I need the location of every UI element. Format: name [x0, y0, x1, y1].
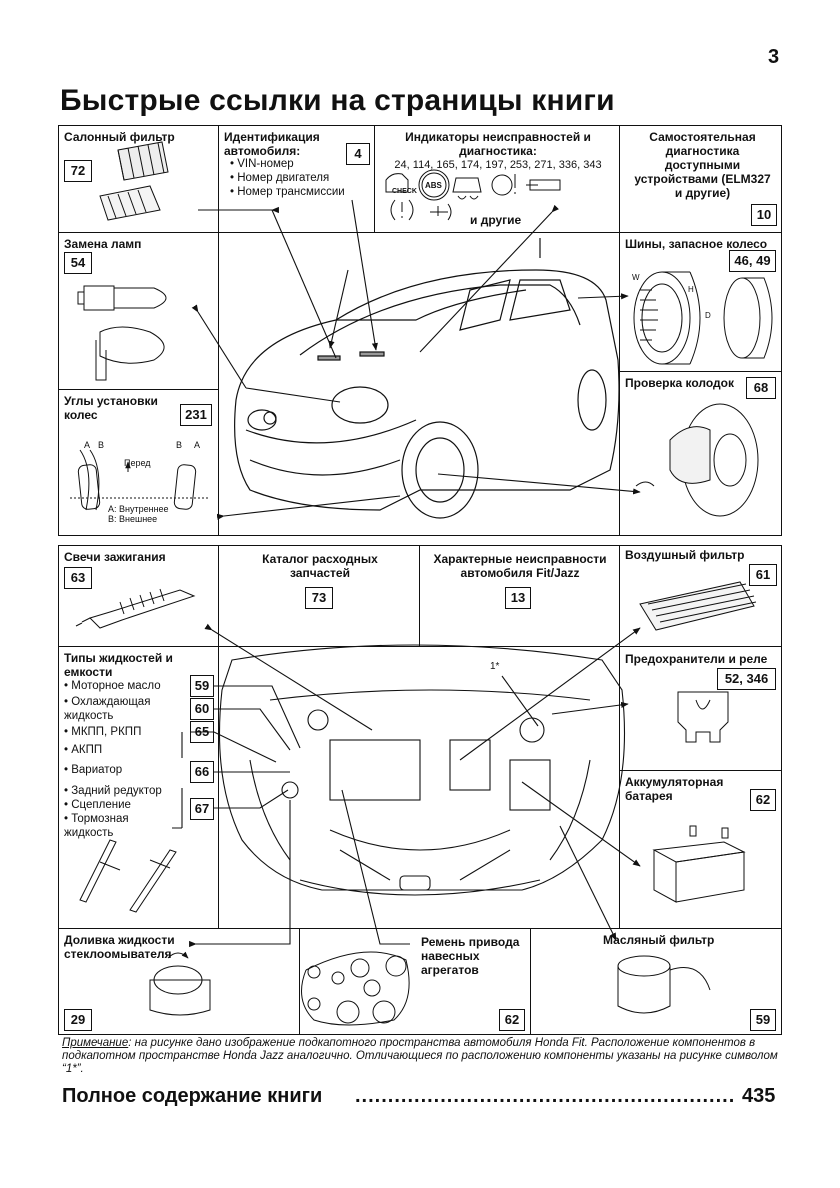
lamps-label: Замена ламп [64, 237, 142, 251]
catalog-page[interactable]: 73 [305, 587, 333, 609]
vehicle-id-item: • Номер трансмиссии [230, 186, 345, 198]
cabin-filter-icon [99, 141, 169, 221]
fluid-page-cvt[interactable]: 66 [190, 761, 214, 783]
svg-text:H: H [688, 285, 694, 294]
washer-page[interactable]: 29 [64, 1009, 92, 1031]
alignment-inner-label: A: Внутреннее [108, 504, 169, 514]
vehicle-id-label: Идентификация автомобиля: [224, 130, 320, 158]
svg-text:B: B [176, 440, 182, 450]
toc-label[interactable]: Полное содержание книги [62, 1085, 323, 1107]
tires-page[interactable]: 46, 49 [729, 250, 776, 272]
dipstick-icon [79, 839, 177, 913]
oil-filter-cell [530, 928, 782, 1035]
pads-label: Проверка колодок [625, 376, 734, 390]
fluid-page-oil[interactable]: 59 [190, 675, 214, 697]
air-filter-page[interactable]: 61 [749, 564, 777, 586]
fuses-page[interactable]: 52, 346 [717, 668, 776, 690]
belt-diagram-icon [301, 951, 410, 1026]
air-filter-label: Воздушный фильтр [625, 548, 745, 562]
alignment-diagram: A B B A [70, 440, 210, 511]
bulb-icon [77, 285, 167, 381]
fluid-item: • АКПП [64, 744, 103, 756]
fluid-page-rear[interactable]: 67 [190, 798, 214, 820]
belt-page[interactable]: 62 [499, 1009, 525, 1031]
fuse-icon [677, 691, 729, 743]
svg-text:A: A [194, 440, 200, 450]
indicators-label: Индикаторы неисправностей и диагностика: [405, 130, 591, 158]
battery-label: Аккумуляторная батарея [625, 775, 724, 803]
fluid-item: • Моторное масло [64, 680, 161, 692]
engine-bay-illustration [218, 644, 626, 896]
oil-filter-page[interactable]: 59 [750, 1009, 776, 1031]
spark-plug-icon [75, 588, 196, 629]
toc-page[interactable]: 435 [742, 1085, 776, 1107]
oil-filter-label: Масляный фильтр [603, 933, 715, 947]
fluid-item: • Вариатор [64, 764, 123, 776]
self-diag-page[interactable]: 10 [751, 204, 777, 226]
washer-reservoir-icon [149, 951, 211, 1016]
cabin-filter-label: Салонный фильтр [64, 130, 175, 144]
abs-icon-label: ABS [425, 181, 442, 190]
washer-label: Доливка жидкости стеклоомывателя [64, 933, 175, 961]
vehicle-id-item: • VIN-номер [230, 158, 294, 170]
pads-cell [619, 371, 782, 536]
marker-1: 1* [490, 661, 500, 672]
fluid-page-coolant[interactable]: 60 [190, 698, 214, 720]
self-diag-label: Самостоятельная диагностика доступными у… [634, 130, 771, 200]
page-number: 3 [768, 46, 780, 68]
vehicle-id-item: • Номер двигателя [230, 172, 330, 184]
tire-icon: W H D [632, 271, 773, 365]
svg-text:B: B [98, 440, 104, 450]
alignment-page[interactable]: 231 [180, 404, 212, 426]
svg-text:W: W [632, 273, 640, 282]
alignment-outer-label: B: Внешнее [108, 514, 158, 524]
fluid-item: • Сцепление [64, 799, 131, 811]
alignment-cell [58, 389, 219, 536]
tires-label: Шины, запасное колесо [625, 237, 768, 251]
brake-icon [635, 403, 759, 517]
vehicle-id-page[interactable]: 4 [346, 143, 370, 165]
battery-page[interactable]: 62 [750, 789, 776, 811]
fluids-label: Типы жидкостей и емкости [64, 651, 173, 679]
footnote: Примечание: на рисунке дано изображение … [62, 1037, 778, 1075]
car-illustration [234, 238, 620, 519]
air-filter-icon [639, 581, 757, 631]
fluid-item: • Охлаждающая жидкость [64, 696, 151, 722]
svg-text:A: A [84, 440, 90, 450]
spark-page[interactable]: 63 [64, 567, 92, 589]
fuses-label: Предохранители и реле [625, 652, 768, 666]
page-title: Быстрые ссылки на страницы книги [60, 84, 615, 117]
spark-label: Свечи зажигания [64, 550, 166, 564]
fluid-item: • МКПП, РКПП [64, 726, 142, 738]
oil-filter-icon [617, 955, 711, 1014]
fluid-item: • Задний редуктор [64, 785, 162, 797]
svg-text:D: D [705, 311, 711, 320]
battery-icon [652, 825, 746, 903]
catalog-label: Каталог расходных запчастей [262, 552, 378, 580]
indicators-other: и другие [470, 213, 522, 227]
indicators-pages: 24, 114, 165, 174, 197, 253, 271, 336, 3… [394, 159, 602, 171]
pads-page[interactable]: 68 [746, 377, 776, 399]
warning-icons [385, 169, 561, 221]
leader-lines [172, 199, 641, 948]
cabin-filter-page[interactable]: 72 [64, 160, 92, 182]
lamps-page[interactable]: 54 [64, 252, 92, 274]
fluid-item: • Тормозная жидкость [64, 813, 129, 839]
faults-label: Характерные неисправности автомобиля Fit… [433, 552, 607, 580]
toc-leader-dots: ........................................… [355, 1085, 735, 1107]
faults-page[interactable]: 13 [505, 587, 531, 609]
alignment-label: Углы установки колес [64, 394, 158, 422]
alignment-front-label: Перед [124, 458, 151, 468]
belt-label: Ремень привода навесных агрегатов [421, 935, 520, 977]
